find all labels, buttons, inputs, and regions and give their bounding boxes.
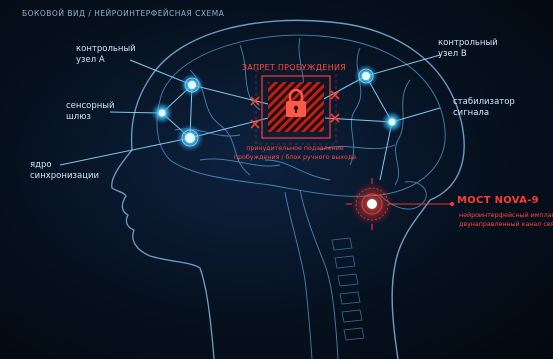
node-b <box>354 64 378 88</box>
label-sensor-line2: шлюз <box>66 112 115 123</box>
label-sensor: сенсорный шлюз <box>66 101 115 123</box>
nova-link-end <box>450 202 454 206</box>
label-node-a-line1: контрольный <box>76 44 136 55</box>
node-stabilizer <box>381 111 403 133</box>
node-a <box>180 73 204 97</box>
spine <box>332 238 364 340</box>
block-subtitle: принудительное подавление пробуждения / … <box>220 144 370 162</box>
label-node-b: контрольный узел В <box>438 38 498 60</box>
label-node-b-line1: контрольный <box>438 38 498 49</box>
bridge-subtitle: нейроинтерфейсный имплант двунаправленны… <box>459 211 553 229</box>
label-stabilizer-line2: сигнала <box>453 108 515 119</box>
label-node-a: контрольный узел А <box>76 44 136 66</box>
block-subtitle-line1: принудительное подавление <box>220 144 370 153</box>
nova-implant <box>346 178 398 230</box>
label-stabilizer: стабилизатор сигнала <box>453 97 515 119</box>
node-sensor <box>151 102 173 124</box>
bridge-subtitle-line2: двунаправленный канал связи <box>459 220 553 229</box>
block-subtitle-line2: пробуждения / блок ручного выхода <box>220 153 370 162</box>
label-node-b-line2: узел В <box>438 49 498 60</box>
label-core-line1: ядро <box>30 160 99 171</box>
label-sensor-line1: сенсорный <box>66 101 115 112</box>
bridge-subtitle-line1: нейроинтерфейсный имплант <box>459 211 553 220</box>
label-core: ядро синхронизации <box>30 160 99 182</box>
page-title: БОКОВОЙ ВИД / НЕЙРОИНТЕРФЕЙСНАЯ СХЕМА <box>22 9 224 18</box>
label-stabilizer-line1: стабилизатор <box>453 97 515 108</box>
node-core <box>176 124 204 152</box>
block-title: ЗАПРЕТ ПРОБУЖДЕНИЯ <box>238 63 350 72</box>
label-core-line2: синхронизации <box>30 171 99 182</box>
label-node-a-line2: узел А <box>76 55 136 66</box>
bridge-title: МОСТ NOVA-9 <box>457 195 539 206</box>
